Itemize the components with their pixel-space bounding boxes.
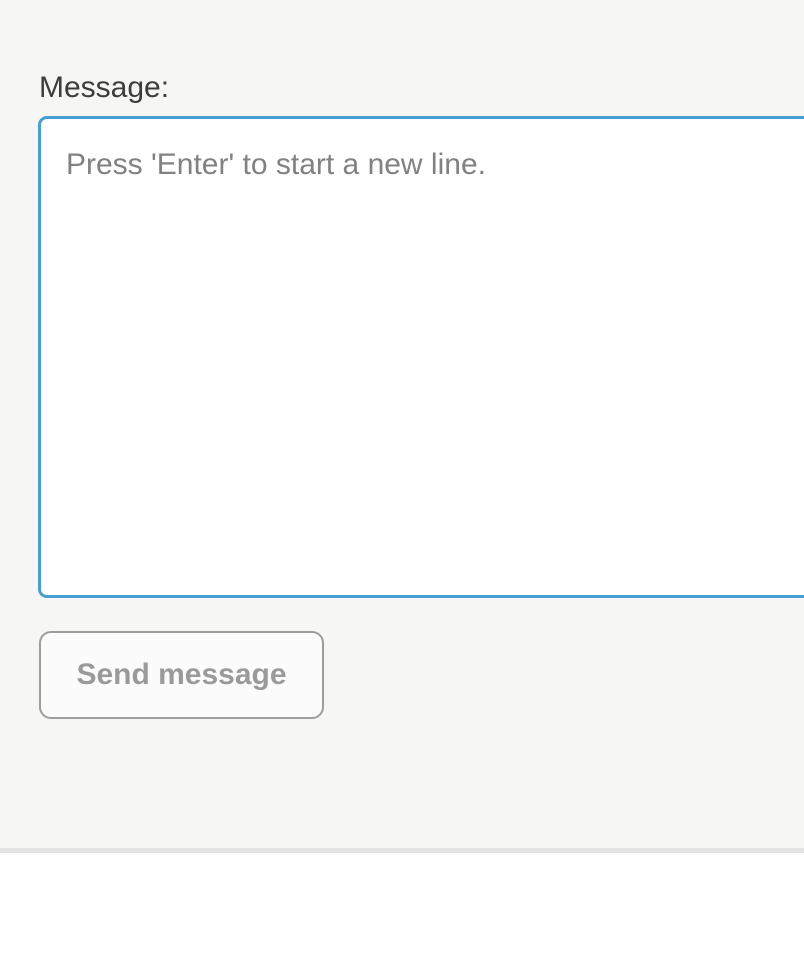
page-footer-area bbox=[0, 853, 804, 980]
send-message-button[interactable]: Send message bbox=[39, 631, 324, 719]
message-input[interactable] bbox=[38, 116, 804, 598]
content-bottom-divider bbox=[0, 848, 804, 853]
message-form-section: Message: Send message bbox=[38, 71, 804, 719]
message-label: Message: bbox=[39, 71, 170, 104]
